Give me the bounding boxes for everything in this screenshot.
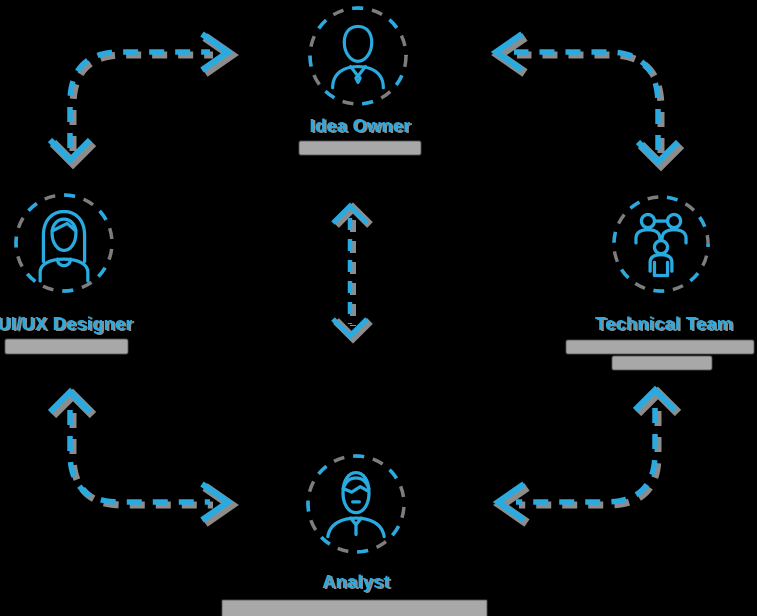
subtitle-redacted-technical-team-line2 <box>612 356 712 370</box>
dashed-circle <box>308 6 408 106</box>
team-group-icon <box>634 212 688 278</box>
node-analyst <box>304 452 408 556</box>
role-label-idea-owner: Idea Owner <box>309 116 411 136</box>
arrow-uiux-to-analyst <box>50 392 231 523</box>
node-technical-team <box>610 193 712 295</box>
node-uiux-designer <box>12 191 116 295</box>
arrow-technical-team-to-idea-owner <box>496 34 681 165</box>
role-label-analyst: Analyst <box>322 572 390 592</box>
female-person-icon <box>38 209 90 283</box>
subtitle-redacted-idea-owner <box>299 141 421 155</box>
dashed-circle <box>306 454 406 554</box>
arrow-technical-team-to-analyst <box>498 390 678 523</box>
person-bust-icon <box>331 24 385 90</box>
role-label-technical-team: Technical Team <box>595 314 733 334</box>
male-person-icon <box>326 470 386 539</box>
arrow-center-vertical <box>333 206 370 338</box>
subtitle-redacted-analyst <box>222 600 487 616</box>
dashed-circle <box>612 195 710 293</box>
subtitle-redacted-technical-team-line1 <box>566 340 754 354</box>
arrow-uiux-to-idea-owner <box>50 34 231 163</box>
subtitle-redacted-uiux-designer <box>5 339 128 354</box>
role-label-uiux-designer: UI/UX Designer <box>0 314 133 334</box>
dashed-circle <box>14 193 114 293</box>
node-idea-owner <box>306 4 410 108</box>
